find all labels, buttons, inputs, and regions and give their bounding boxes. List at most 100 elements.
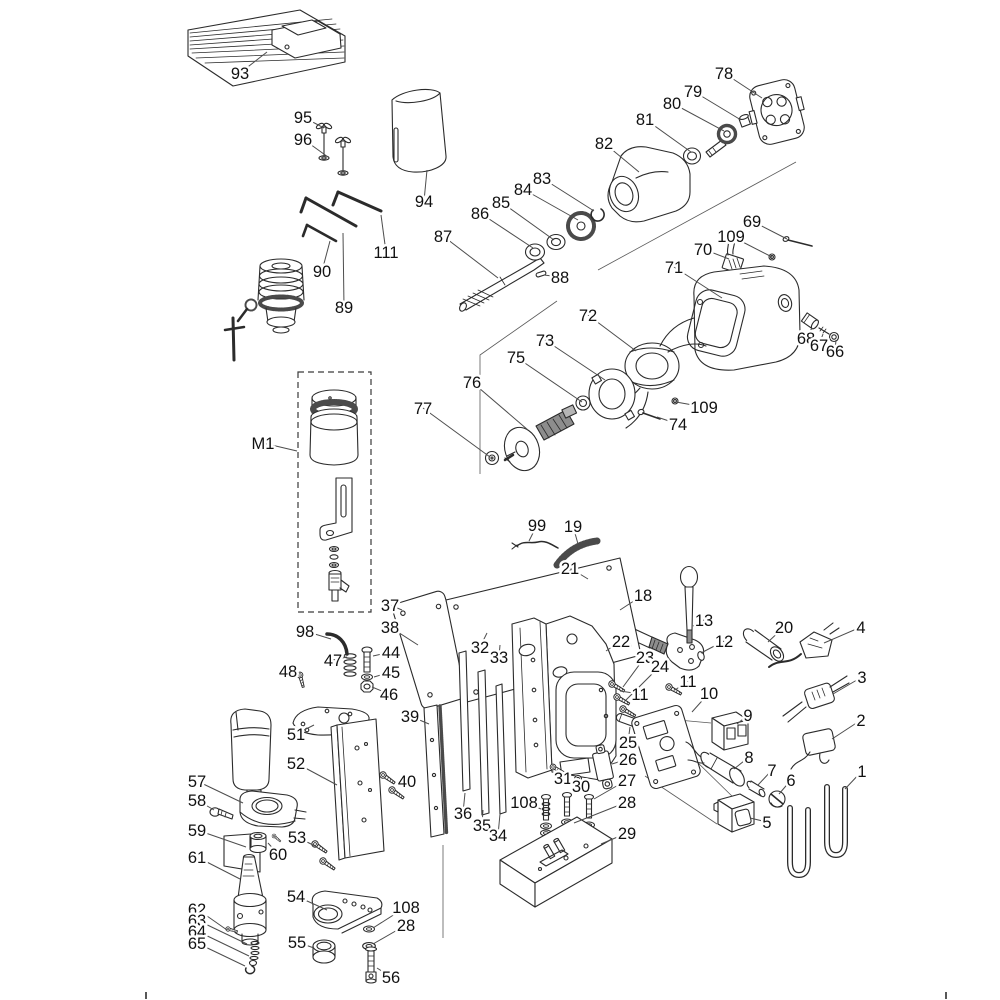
callout-label-99-33: 99	[528, 517, 546, 535]
callout-label-18-36: 18	[634, 587, 652, 605]
leader-line-52-65	[295, 762, 338, 786]
leader-line-87-16	[442, 235, 499, 279]
leader-line-44-50	[372, 651, 392, 657]
leader-line-61-85	[196, 856, 241, 880]
callout-label-85-14: 85	[492, 194, 510, 212]
leader-line-86-15	[479, 212, 534, 249]
part-77-bearing	[484, 450, 500, 466]
callout-label-35-81: 35	[473, 817, 491, 835]
leader-line-38-39	[389, 626, 419, 646]
callout-label-10-56: 10	[700, 685, 718, 703]
callout-label-62-86: 62	[188, 901, 206, 919]
leader-line-80-9	[671, 102, 725, 132]
callout-label-65-89: 65	[188, 935, 206, 953]
leader-line-5-83	[749, 817, 768, 823]
leader-line-11-55	[674, 680, 689, 691]
leader-line-31-73	[556, 770, 564, 779]
callout-label-13-37: 13	[695, 612, 713, 630]
leader-line-47-49	[332, 656, 348, 661]
part-87-spindle-shaft	[459, 257, 545, 312]
part-4-power-plug	[768, 622, 840, 668]
leader-line-111-4	[380, 214, 387, 253]
leader-line-72-25	[587, 314, 637, 352]
part-m1-bracket	[319, 477, 353, 541]
leader-line-99-33	[528, 524, 538, 542]
leader-line-33-47	[498, 644, 501, 658]
part-57-clamp	[239, 790, 307, 828]
callout-label-26-63: 26	[619, 751, 637, 769]
leader-line-71-21	[673, 266, 723, 299]
callout-label-58-71: 58	[188, 792, 206, 810]
part-46-nut	[360, 680, 374, 693]
part-28-bolt	[560, 791, 574, 833]
part-94-guard-cover	[391, 88, 447, 173]
part-m1-fittings	[328, 545, 350, 602]
leader-line-70-20	[702, 248, 730, 260]
part-8-fuse-holder	[685, 741, 745, 787]
callout-label-28-92: 28	[397, 917, 415, 935]
callout-label-82-11: 82	[595, 135, 613, 153]
leader-line-35-81	[481, 809, 484, 826]
leader-line-37-38	[389, 604, 403, 611]
callout-label-37-38: 37	[381, 597, 399, 615]
part-1-cord-guards	[787, 784, 848, 878]
callout-label-38-39: 38	[381, 619, 399, 637]
callout-label-44-50: 44	[382, 644, 400, 662]
leader-line-51-60	[295, 724, 315, 735]
leader-line-30-74	[578, 778, 582, 787]
part-44-bolt	[361, 646, 373, 673]
part-7-pin	[746, 780, 766, 798]
callout-label-9-58: 9	[743, 707, 752, 725]
crop-marks	[145, 992, 947, 999]
part-47-spring	[343, 653, 357, 677]
callout-label-98-48: 98	[296, 623, 314, 641]
part-2-capacitor	[790, 728, 836, 770]
leader-line-25-62	[627, 726, 631, 743]
callout-label-89-6: 89	[335, 299, 353, 317]
part-95-96-wing-bolts	[315, 122, 352, 176]
callout-label-71-21: 71	[665, 259, 683, 277]
callout-label-11-55: 11	[679, 673, 696, 691]
part-5-rocker-switch	[713, 793, 755, 833]
callout-label-95-1: 95	[294, 109, 312, 127]
leader-line-66-24	[834, 339, 837, 352]
callout-label-86-15: 86	[471, 205, 489, 223]
leader-line-28-92	[372, 924, 407, 945]
leader-line-3-57	[832, 676, 863, 695]
part-98-clip	[325, 632, 349, 656]
callout-label-45-52: 45	[382, 664, 400, 682]
leader-line-21-35	[569, 567, 589, 580]
part-19-coil-guard	[553, 537, 601, 569]
part-10-switch-panel	[631, 704, 701, 790]
leader-line-20-42	[767, 626, 785, 643]
callout-label-27-72: 27	[618, 772, 636, 790]
part-93-slide-bar	[187, 9, 346, 87]
part-73-baffle-ring	[588, 368, 636, 421]
leader-line-90-5	[321, 240, 331, 272]
callout-label-109-30: 109	[690, 399, 718, 417]
leader-line-34-82	[497, 813, 501, 836]
part-83-retaining-ring	[590, 208, 605, 222]
callout-label-34-82: 34	[489, 827, 507, 845]
leader-line-28-79	[573, 801, 628, 824]
callout-label-57-70: 57	[188, 773, 206, 791]
leader-line-77-29	[422, 407, 491, 458]
leader-line-19-34	[572, 525, 579, 545]
part-68-carbon-brush	[800, 312, 819, 330]
leader-line-27-72	[593, 779, 628, 800]
part-56-bolt	[364, 946, 378, 984]
callout-label-4-43: 4	[856, 619, 865, 637]
leader-line-83-12	[541, 177, 595, 212]
part-45-washer	[360, 673, 374, 681]
leader-line-109-19	[730, 235, 773, 258]
leader-line-82-11	[603, 142, 640, 173]
leader-line-12-41	[700, 640, 725, 654]
callout-label-87-16: 87	[434, 228, 452, 246]
callout-label-40-66: 40	[398, 773, 416, 791]
leader-line-89-6	[342, 232, 345, 308]
leader-line-93-0	[239, 51, 268, 74]
leader-line-18-36	[619, 594, 644, 611]
part-90-hex-wrench	[301, 223, 338, 243]
